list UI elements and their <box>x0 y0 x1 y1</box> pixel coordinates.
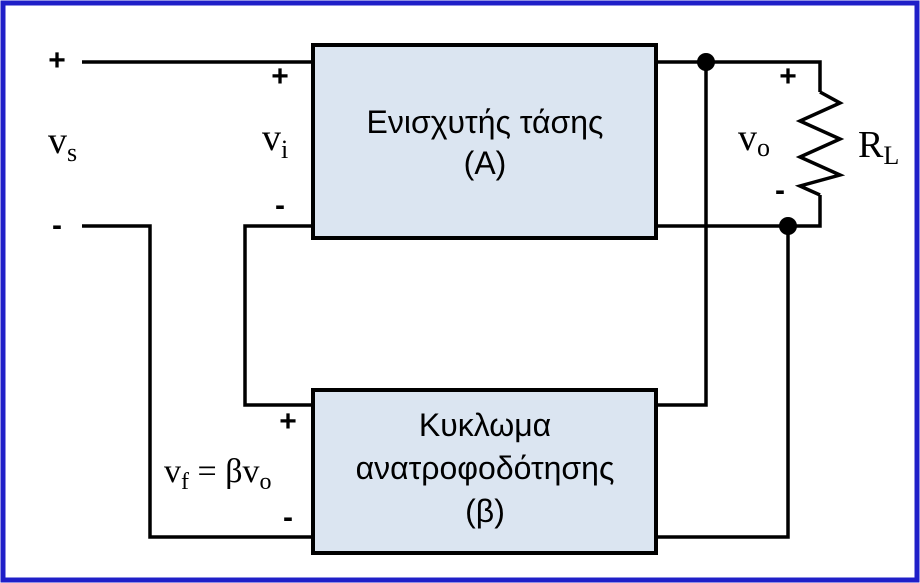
wire-return-to-feedback <box>656 226 790 539</box>
output-plus-sign: + <box>779 60 797 93</box>
feedback-minus-sign: - <box>283 501 293 534</box>
wire-sample-to-feedback <box>656 62 708 407</box>
source-plus-sign: + <box>48 44 66 77</box>
feedback-voltage-equation: vf = βvo <box>164 453 272 495</box>
output-voltage-sub: o <box>757 133 770 162</box>
output-voltage-base: v <box>738 117 757 159</box>
source-minus-sign: - <box>52 209 62 242</box>
feedback-beta-vo-sub: o <box>260 469 272 495</box>
junction-dot-bottom <box>779 217 797 235</box>
source-voltage-base: v <box>48 120 67 162</box>
source-voltage-sub: s <box>67 138 77 167</box>
output-voltage-label: vo <box>738 117 770 162</box>
circuit-wires <box>82 60 846 539</box>
amplifier-block <box>311 43 658 240</box>
input-voltage-base: v <box>262 117 281 159</box>
amplifier-gain-label: (A) <box>464 145 507 181</box>
load-resistor <box>794 90 846 197</box>
load-resistor-base: R <box>858 124 884 166</box>
feedback-title: Κυκλωμα <box>419 407 551 443</box>
wire-amp-minus-to-feedback-plus <box>243 224 313 407</box>
load-resistor-label: RL <box>858 124 899 170</box>
feedback-equals-sign: = <box>189 453 225 490</box>
feedback-factor-label: (β) <box>465 493 505 529</box>
amplifier-title: Ενισχυτής τάσης <box>367 104 604 140</box>
input-plus-sign: + <box>271 60 289 93</box>
junction-dot-top <box>697 53 715 71</box>
input-voltage-sub: i <box>281 135 288 164</box>
feedback-block <box>311 388 658 555</box>
input-minus-sign: - <box>275 189 285 222</box>
output-minus-sign: - <box>775 174 785 207</box>
feedback-plus-sign: + <box>279 405 297 438</box>
feedback-title-line2: ανατροφοδότησης <box>356 450 615 486</box>
feedback-voltage-sub: f <box>181 469 189 495</box>
feedback-voltage-base: v <box>164 453 181 490</box>
source-voltage-label: vs <box>48 120 77 167</box>
load-resistor-sub: L <box>883 141 899 170</box>
input-voltage-label: vi <box>262 117 288 164</box>
wire-output-bottom <box>656 195 822 228</box>
feedback-beta-vo: βv <box>225 453 259 490</box>
wire-source-minus <box>82 224 313 539</box>
